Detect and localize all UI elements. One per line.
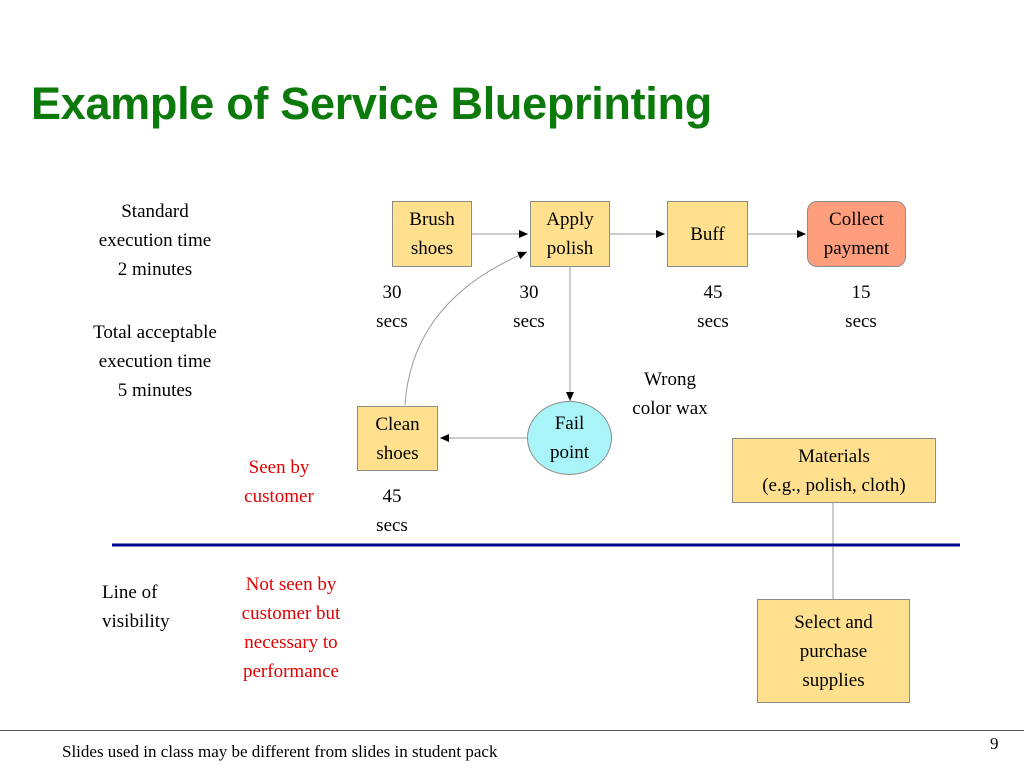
not-seen-label: Not seen by customer but necessary to pe… xyxy=(241,574,341,682)
fail-point-note: Wrong color wax xyxy=(632,369,708,419)
step-collect-payment: Collect payment xyxy=(807,201,906,267)
brush-time: 30 secs xyxy=(376,282,408,332)
page-number: 9 xyxy=(990,734,999,753)
clean-time: 45 secs xyxy=(376,486,408,536)
standard-time-note: Standard execution time 2 minutes xyxy=(98,201,212,280)
step-clean-shoes: Clean shoes xyxy=(357,406,438,471)
footer-note: Slides used in class may be different fr… xyxy=(62,742,498,761)
step-apply-polish: Apply polish xyxy=(530,201,610,267)
step-buff: Buff xyxy=(667,201,748,267)
line-of-visibility-label: Line of visibility xyxy=(102,582,170,632)
arrow-clean-to-apply xyxy=(404,251,528,406)
collect-time: 15 secs xyxy=(845,282,877,332)
buff-time: 45 secs xyxy=(697,282,729,332)
select-purchase-supplies-box: Select and purchase supplies xyxy=(757,599,910,703)
total-time-note: Total acceptable execution time 5 minute… xyxy=(93,322,217,401)
footer-divider xyxy=(0,730,1024,731)
apply-time: 30 secs xyxy=(513,282,545,332)
step-brush-shoes: Brush shoes xyxy=(392,201,472,267)
slide-title: Example of Service Blueprinting xyxy=(31,78,712,129)
fail-point: Fail point xyxy=(527,401,612,475)
materials-box: Materials (e.g., polish, cloth) xyxy=(732,438,936,503)
seen-by-customer-label: Seen by customer xyxy=(244,457,314,507)
